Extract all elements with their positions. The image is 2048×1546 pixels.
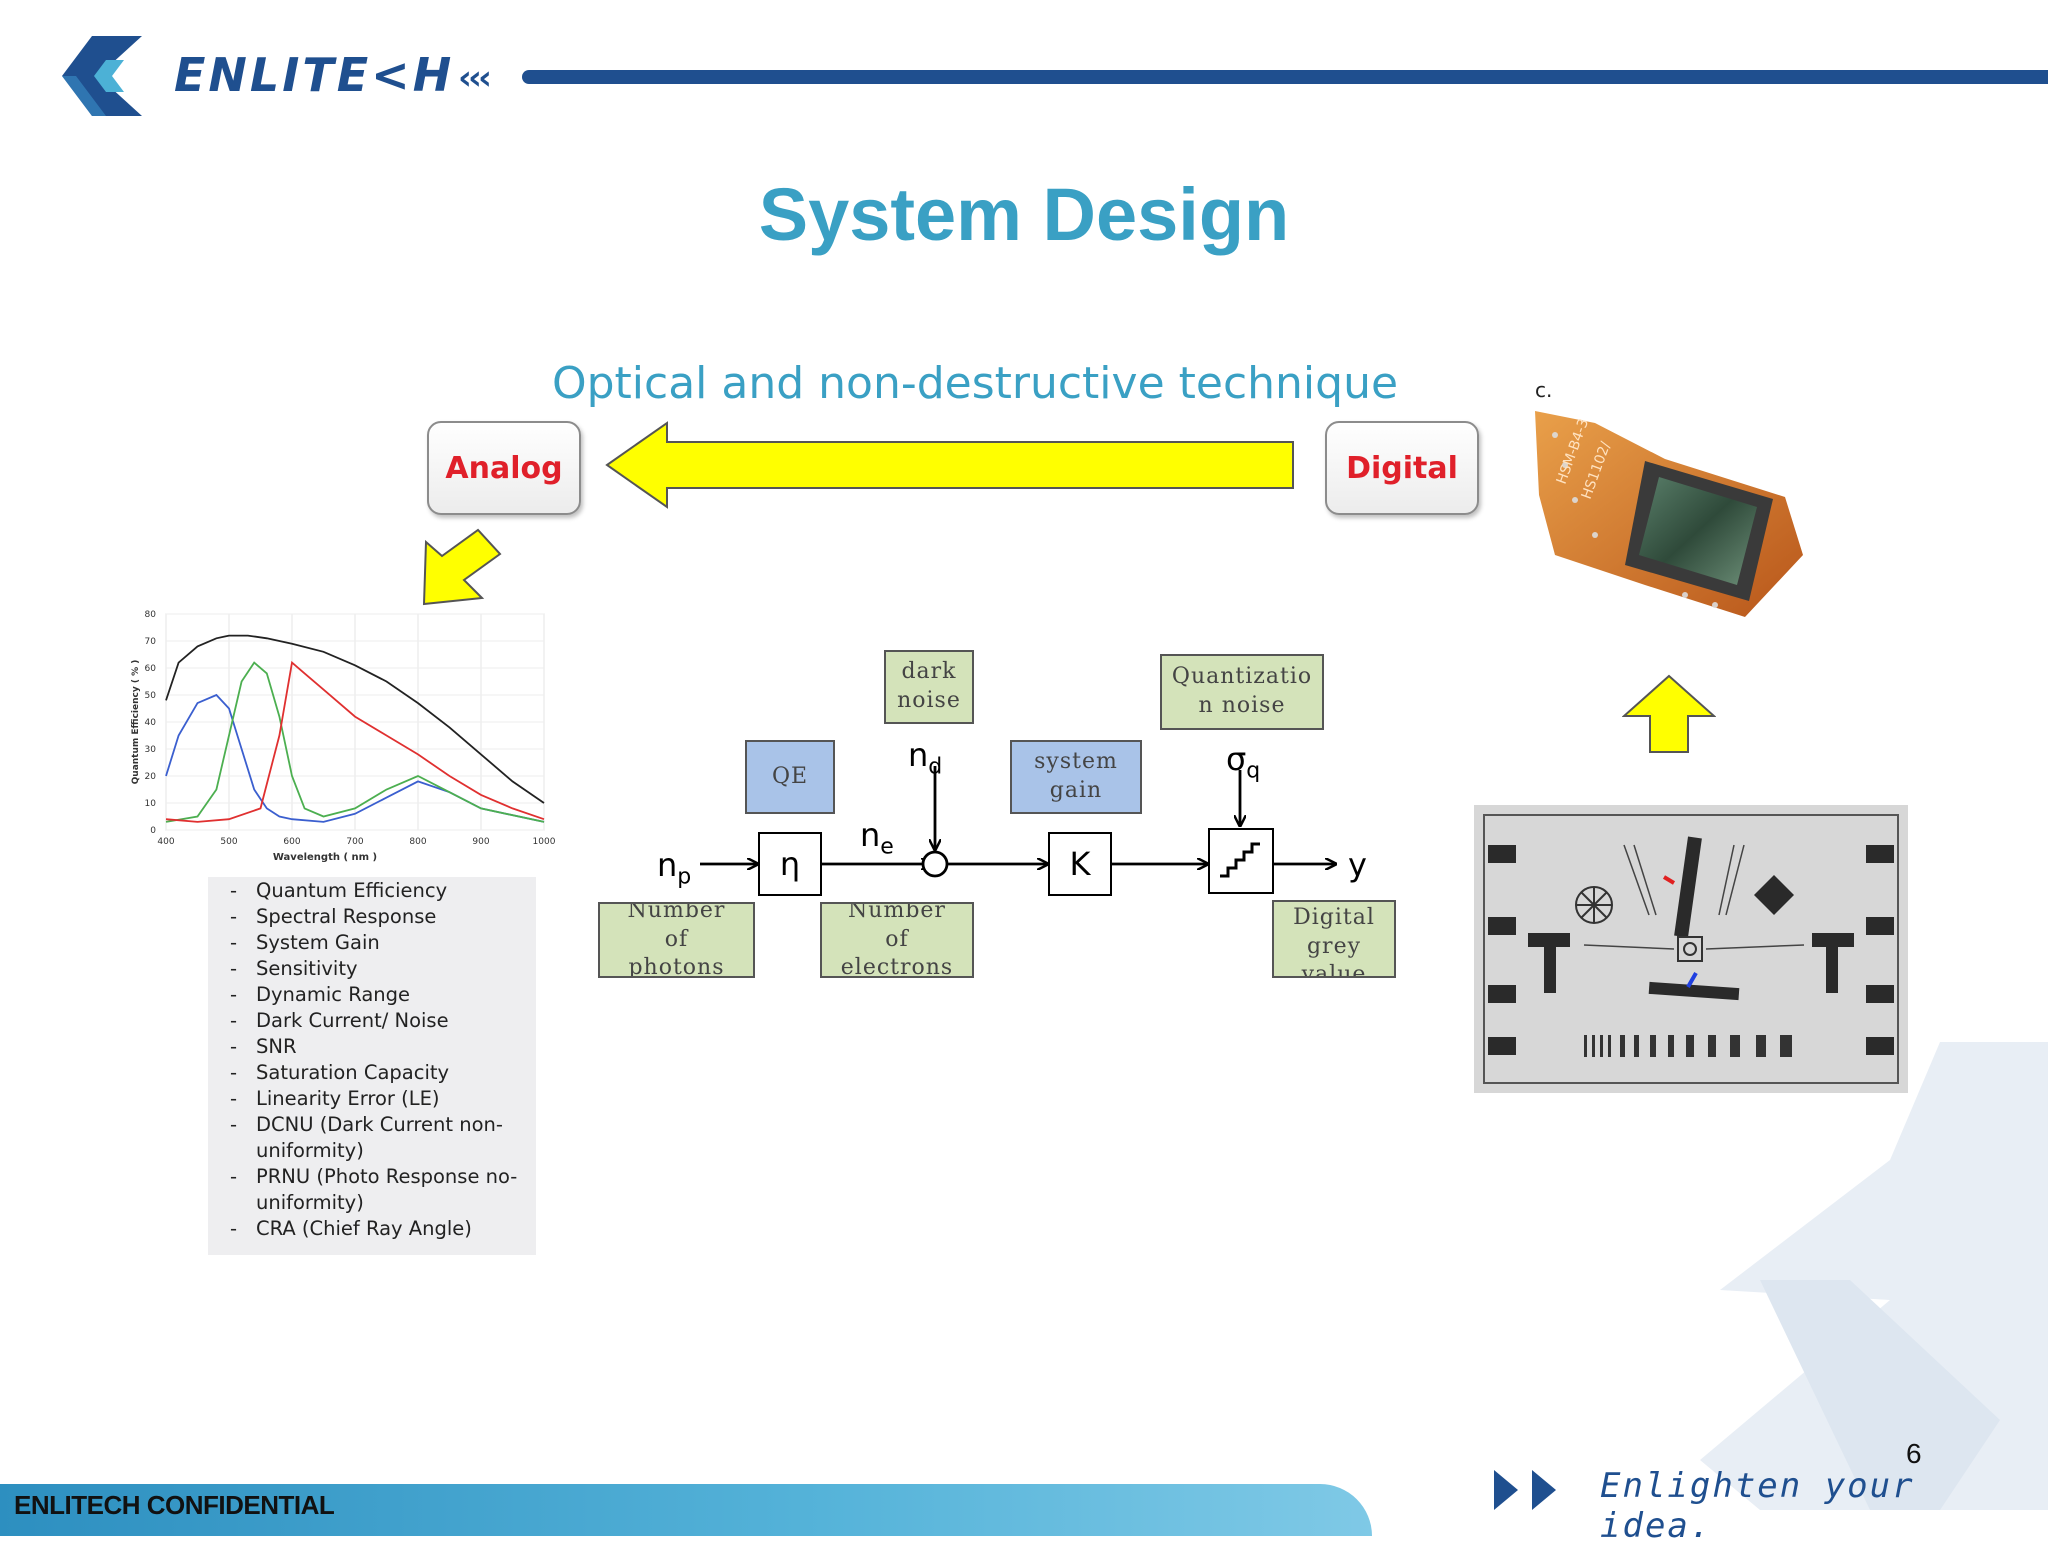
system-gain-box: system gain xyxy=(1010,740,1142,814)
resolution-test-chart-image xyxy=(1474,805,1908,1093)
qe-series-line xyxy=(165,661,545,823)
down-left-arrow-icon xyxy=(422,528,502,606)
feature-item: Spectral Response xyxy=(208,904,536,930)
analog-button: Analog xyxy=(427,421,581,515)
header-rule xyxy=(522,70,2048,84)
left-arrow-icon xyxy=(605,421,1294,509)
y-tick-label: 0 xyxy=(150,826,156,836)
feature-item: Saturation Capacity xyxy=(208,1060,536,1086)
up-arrow-icon xyxy=(1622,674,1716,753)
y-tick-label: 70 xyxy=(145,637,157,647)
feature-item: DCNU (Dark Current non-uniformity) xyxy=(208,1112,536,1164)
nd-label: nd xyxy=(908,736,943,780)
electrons-box: Number of electrons xyxy=(820,902,974,978)
x-tick-label: 1000 xyxy=(533,837,556,847)
feature-item: CRA (Chief Ray Angle) xyxy=(208,1216,536,1242)
qe-series-line xyxy=(165,634,545,804)
feature-item: Dark Current/ Noise xyxy=(208,1008,536,1034)
quantization-noise-box: Quantizatio n noise xyxy=(1160,654,1324,730)
photons-box: Number of photons xyxy=(598,902,755,978)
y-tick-label: 20 xyxy=(145,772,157,782)
digital-grey-box: Digital grey value xyxy=(1272,900,1396,978)
y-label: y xyxy=(1348,846,1367,884)
enlitech-logo-icon xyxy=(62,36,142,116)
ne-label: ne xyxy=(860,816,894,860)
qe-box: QE xyxy=(745,740,835,814)
sigma-q-label: σq xyxy=(1226,740,1261,784)
y-tick-label: 60 xyxy=(145,664,157,674)
eta-box: η xyxy=(758,832,822,896)
photo-label: c. xyxy=(1535,378,1553,402)
page-title: System Design xyxy=(758,173,1290,256)
qe-chart: 400 500 600 700 800 900 1000 80 70 60 50 40 30 20 10 0W… xyxy=(131,610,556,863)
x-axis-label: Wavelength ( nm ) xyxy=(273,852,377,863)
dark-noise-box: dark noise xyxy=(884,650,974,724)
x-tick-label: 600 xyxy=(283,837,300,847)
feature-item: Sensitivity xyxy=(208,956,536,982)
feature-item: Linearity Error (LE) xyxy=(208,1086,536,1112)
eta-symbol: η xyxy=(779,845,801,883)
x-tick-label: 700 xyxy=(346,837,363,847)
image-sensor-photo: HSM-B4-3 HS1102/ xyxy=(1535,411,1803,617)
qe-series-line xyxy=(165,660,545,823)
digital-label: Digital xyxy=(1346,450,1458,486)
digital-button: Digital xyxy=(1325,421,1479,515)
footer-slogan: Enlighten your idea. xyxy=(1600,1466,1915,1546)
qe-series-line xyxy=(165,693,545,823)
y-tick-label: 10 xyxy=(145,799,157,809)
footer-bar xyxy=(0,1484,1372,1536)
y-tick-label: 40 xyxy=(145,718,157,728)
feature-item: Quantum Efficiency xyxy=(208,878,536,904)
footer-play-icon xyxy=(1494,1470,1556,1510)
quantizer-box xyxy=(1208,828,1274,894)
y-tick-label: 80 xyxy=(145,610,157,620)
features-panel: Quantum EfficiencySpectral ResponseSyste… xyxy=(208,877,536,1255)
x-tick-label: 500 xyxy=(220,837,237,847)
x-tick-label: 900 xyxy=(472,837,489,847)
feature-item: PRNU (Photo Response no-uniformity) xyxy=(208,1164,536,1216)
x-tick-label: 400 xyxy=(157,837,174,847)
subtitle: Optical and non-destructive technique xyxy=(551,358,1399,409)
feature-item: System Gain xyxy=(208,930,536,956)
background-chevron-decoration xyxy=(1700,1042,2048,1510)
page-number: 6 xyxy=(1906,1438,1922,1469)
footer-confidential: ENLITECH CONFIDENTIAL xyxy=(14,1490,335,1520)
staircase-icon xyxy=(1220,842,1260,878)
y-tick-label: 30 xyxy=(145,745,157,755)
analog-label: Analog xyxy=(445,450,563,486)
x-tick-label: 800 xyxy=(409,837,426,847)
k-box: K xyxy=(1048,832,1112,896)
y-tick-label: 50 xyxy=(145,691,157,701)
feature-item: SNR xyxy=(208,1034,536,1060)
y-axis-label: Quantum Efficiency ( % ) xyxy=(131,660,141,785)
np-label: np xyxy=(657,846,692,890)
logo-text: ENLITE<H xyxy=(174,48,455,102)
feature-item: Dynamic Range xyxy=(208,982,536,1008)
features-list: Quantum EfficiencySpectral ResponseSyste… xyxy=(208,877,536,1242)
k-symbol: K xyxy=(1069,845,1091,883)
signal-chain-wires xyxy=(700,766,1390,878)
logo-chevrons-icon: ‹‹‹ xyxy=(458,58,492,98)
